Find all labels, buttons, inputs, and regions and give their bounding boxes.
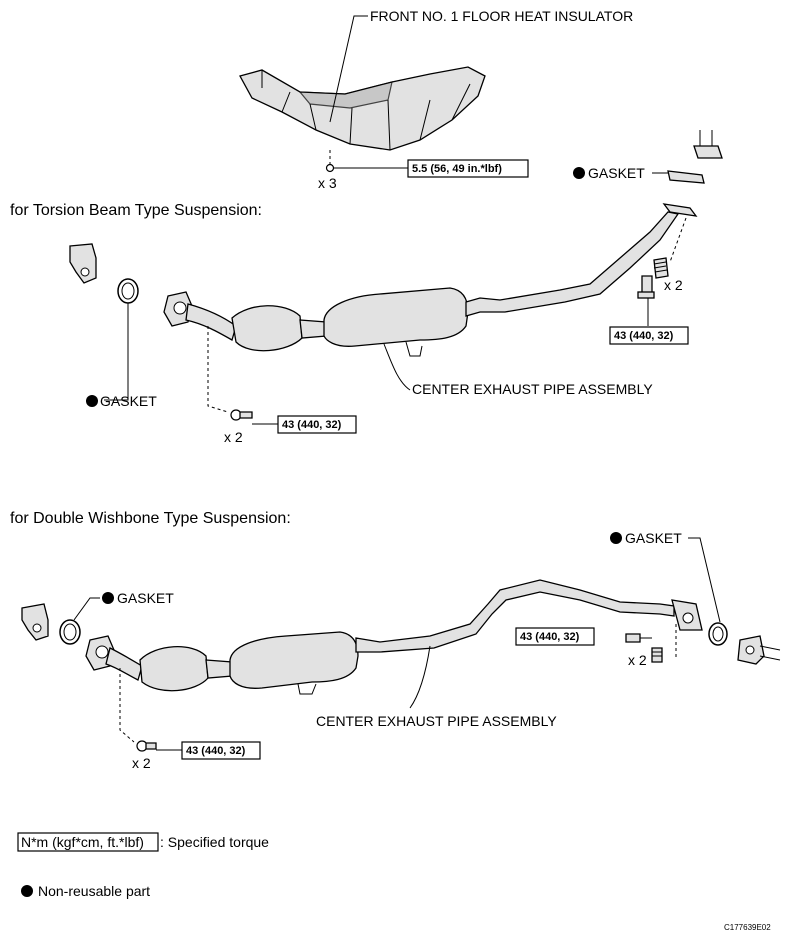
gasket-wishbone-left-label: GASKET — [117, 590, 174, 606]
qty-x2-wishbone-left: x 2 — [132, 755, 151, 771]
torsion-left-torque-box — [277, 415, 357, 434]
center-pipe-b-leader — [409, 645, 431, 709]
center-pipe-a-label: CENTER EXHAUST PIPE ASSEMBLY — [412, 381, 653, 397]
gasket-wishbone-right-bullet — [610, 532, 622, 544]
gasket-torsion-left-label: GASKET — [100, 393, 157, 409]
heat-insulator — [239, 66, 486, 151]
qty-x2-torsion-left: x 2 — [224, 429, 243, 445]
qty-x2-torsion-right: x 2 — [664, 277, 683, 293]
torsion-right-torque-box — [609, 326, 689, 345]
wishbone-right-torque-box — [515, 627, 595, 646]
wishbone-right-bolts — [625, 624, 677, 663]
torsion-section-title: for Torsion Beam Type Suspension: — [10, 202, 262, 219]
heat-insulator-leader — [329, 15, 368, 123]
legend-torque-unit: N*m (kgf*cm, ft.*lbf) — [21, 834, 144, 850]
wishbone-section-title: for Double Wishbone Type Suspension: — [10, 510, 291, 527]
gasket-wishbone-right-leader — [688, 537, 721, 623]
center-pipe-b-label: CENTER EXHAUST PIPE ASSEMBLY — [316, 713, 557, 729]
torsion-left-bracket — [69, 243, 97, 284]
qty-x2-wishbone-right: x 2 — [628, 652, 647, 668]
wishbone-right-torque: 43 (440, 32) — [520, 631, 580, 643]
gasket-top-label: GASKET — [588, 165, 645, 181]
torsion-right-torque: 43 (440, 32) — [614, 330, 674, 342]
gasket-wishbone-left-bullet — [102, 592, 114, 604]
legend-nonreusable-bullet — [21, 885, 33, 897]
gasket-torsion-left-bullet — [86, 395, 98, 407]
center-pipe-a-leader — [383, 343, 411, 391]
wishbone-right-gasket — [708, 622, 728, 646]
insulator-clip — [325, 150, 408, 173]
figure-ref: C177639E02 — [724, 923, 771, 932]
heat-insulator-label: FRONT NO. 1 FLOOR HEAT INSULATOR — [370, 8, 633, 24]
qty-x3: x 3 — [318, 175, 337, 191]
wishbone-left-torque: 43 (440, 32) — [186, 745, 246, 757]
legend-torque-desc: : Specified torque — [160, 834, 269, 850]
wishbone-left-bolt — [119, 668, 182, 752]
insulator-torque: 5.5 (56, 49 in.*lbf) — [412, 163, 502, 175]
wishbone-left-bracket — [21, 603, 49, 641]
torsion-pipe-assembly — [163, 203, 698, 357]
gasket-wishbone-right-label: GASKET — [625, 530, 682, 546]
insulator-torque-box — [407, 159, 529, 178]
gasket-top-bullet — [573, 167, 585, 179]
legend-nonreusable: Non-reusable part — [38, 883, 150, 899]
wishbone-left-torque-box — [181, 741, 261, 760]
torsion-right-bolt — [637, 217, 687, 326]
wishbone-left-gasket — [59, 597, 100, 645]
torsion-left-torque: 43 (440, 32) — [282, 419, 342, 431]
top-gasket-part — [652, 130, 723, 184]
legend-torque-box — [17, 832, 159, 852]
wishbone-pipe-assembly — [85, 579, 703, 695]
torsion-left-gasket — [104, 278, 139, 401]
wishbone-right-flange — [737, 635, 781, 665]
torsion-left-bolt — [207, 326, 278, 425]
